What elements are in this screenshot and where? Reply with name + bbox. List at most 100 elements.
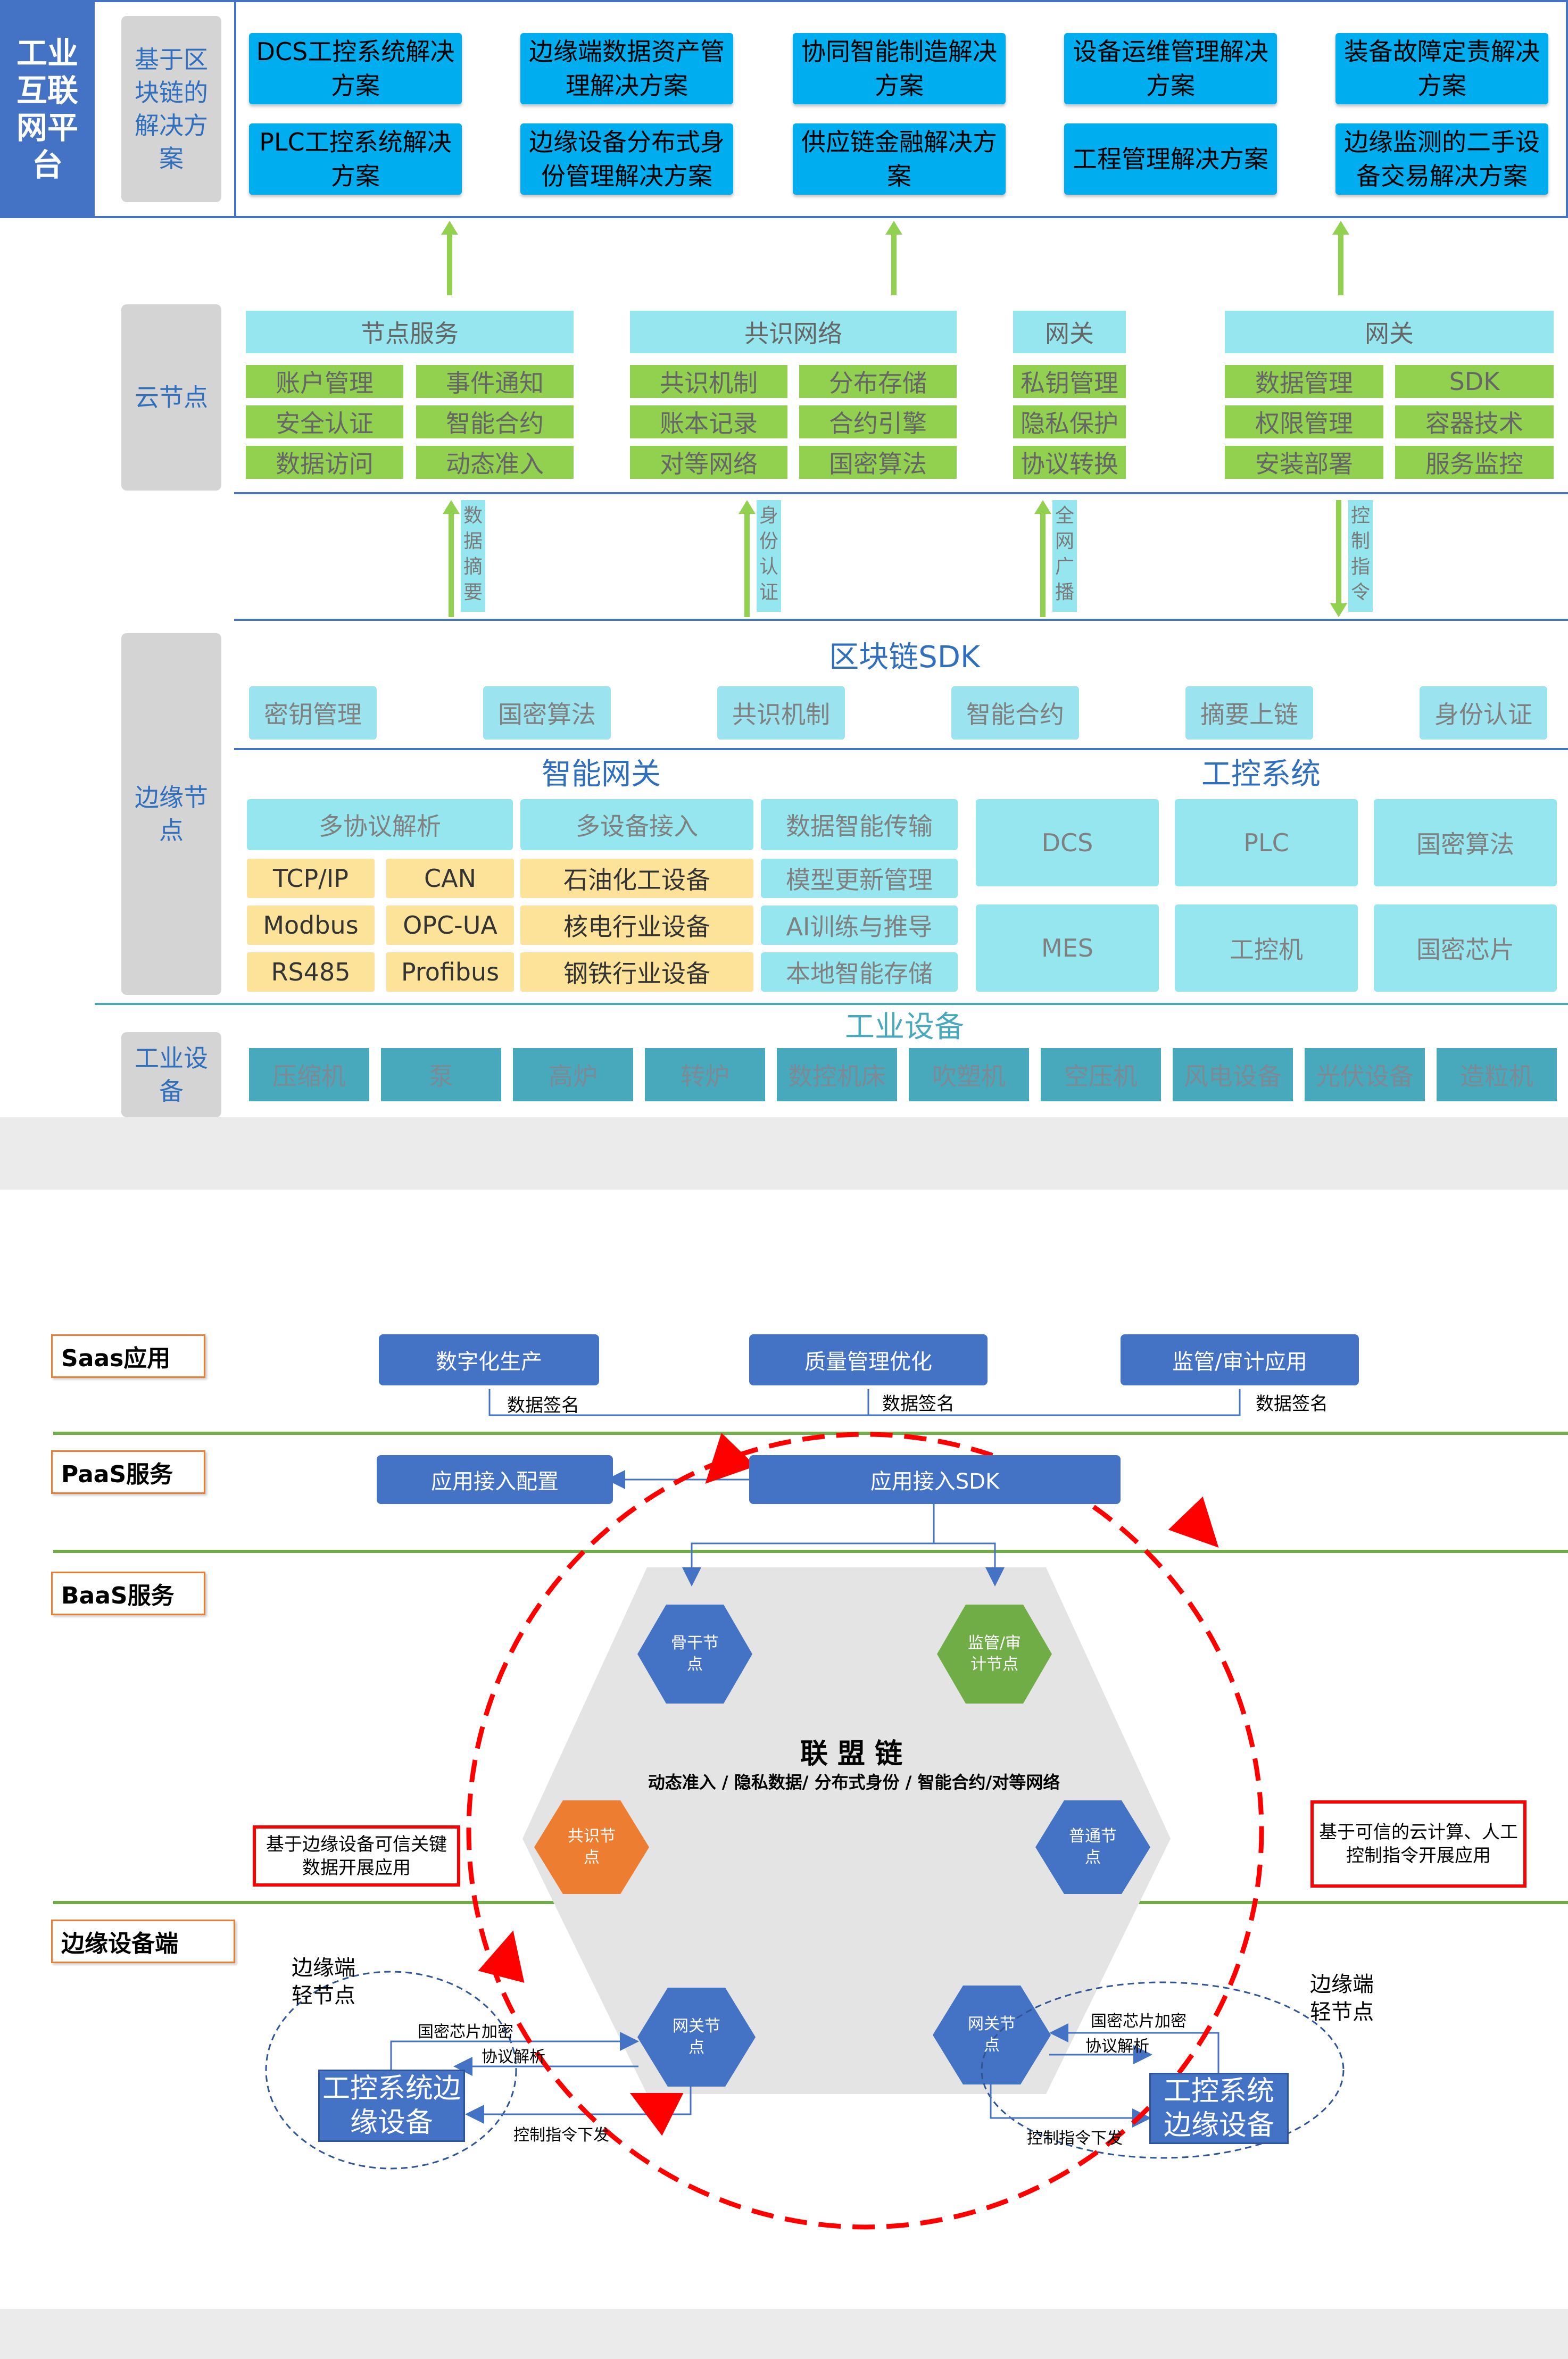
protocol-1: CAN — [386, 859, 514, 898]
protocol-3: OPC-UA — [386, 906, 514, 945]
gateway-title: 智能网关 — [542, 757, 661, 792]
solutions-label-text: 基于区块链的解决方案 — [135, 45, 208, 173]
control-title: 工控系统 — [1201, 757, 1321, 792]
layer-label-2: BaaS服务 — [51, 1572, 205, 1615]
ai-item-2: 本地智能存储 — [761, 952, 958, 992]
left-note: 基于边缘设备可信关键数据开展应用 — [253, 1825, 460, 1887]
protocol-0: TCP/IP — [247, 859, 375, 898]
cloud-item-0-1: 事件通知 — [416, 365, 574, 398]
audit-node-hex — [937, 1605, 1052, 1704]
ai-item-1: AI训练与推导 — [761, 906, 958, 945]
device-5: 吹塑机 — [909, 1048, 1029, 1101]
right-control-label: 控制指令下发 — [1027, 2129, 1123, 2148]
platform-title-text: 工业互联网平台 — [16, 35, 78, 183]
edge-bottom-line — [95, 1003, 1568, 1005]
device-title: 工业设备 — [845, 1009, 964, 1044]
edge-device-left: 工控系统边缘设备 — [318, 2070, 465, 2142]
data-sign-1: 数据签名 — [507, 1395, 579, 1416]
saas-app-audit-text: 监管/审计应用 — [1172, 1350, 1307, 1374]
sdk-item-2: 共识机制 — [717, 686, 845, 740]
architecture-panel: 工业互联网平台 基于区块链的解决方案 DCS工控系统解决方案边缘端数据资产管理解… — [0, 0, 1568, 1117]
sdk-item-0: 密钥管理 — [249, 686, 377, 740]
gateway-node-right-hex — [933, 1986, 1051, 2084]
cloud-item-3-3: 容器技术 — [1395, 405, 1554, 438]
cloud-item-0-2: 安全认证 — [246, 405, 403, 438]
edge-ellipse-left — [265, 1971, 517, 2170]
gateway-top-1: 多设备接入 — [520, 799, 753, 850]
cloud-group-title-3: 网关 — [1225, 311, 1554, 353]
cloud-item-2-2: 协议转换 — [1013, 446, 1126, 479]
gateway-top-2: 数据智能传输 — [761, 799, 958, 850]
solutions-label: 基于区块链的解决方案 — [121, 16, 221, 202]
device-4: 数控机床 — [777, 1048, 897, 1101]
platform-title: 工业互联网平台 — [0, 0, 95, 218]
solution-card-3: 设备运维管理解决方案 — [1064, 33, 1277, 104]
cycle-arrow-bottom — [629, 2092, 684, 2136]
left-note-text: 基于边缘设备可信关键数据开展应用 — [266, 1833, 447, 1879]
cloud-group-title-1: 共识网络 — [630, 311, 957, 353]
control-item-4: 工控机 — [1175, 904, 1358, 992]
cloud-item-0-4: 数据访问 — [246, 446, 403, 479]
left-encrypt-arrow — [390, 2032, 639, 2077]
cloud-item-3-1: SDK — [1395, 365, 1554, 398]
cloud-item-1-0: 共识机制 — [630, 365, 787, 398]
flow-arrow-1 — [739, 500, 756, 617]
solutions-divider — [234, 0, 236, 218]
cloud-item-0-3: 智能合约 — [416, 405, 574, 438]
sdk-title: 区块链SDK — [829, 639, 980, 675]
solution-card-6: 边缘设备分布式身份管理解决方案 — [520, 123, 733, 195]
cloud-item-1-1: 分布存储 — [799, 365, 957, 398]
ai-item-0: 模型更新管理 — [761, 859, 958, 898]
sdk-to-audit-connector — [934, 1542, 1005, 1586]
protocol-2: Modbus — [247, 906, 375, 945]
solution-card-7: 供应链金融解决方案 — [793, 123, 1006, 195]
left-control-label: 控制指令下发 — [513, 2126, 609, 2145]
sdk-to-nodes-connector — [682, 1504, 935, 1586]
consensus-node-label: 共识节点 — [568, 1827, 616, 1867]
cloud-item-3-4: 安装部署 — [1225, 446, 1383, 479]
device-label: 工业设备 — [121, 1032, 221, 1117]
device-9: 造粒机 — [1437, 1048, 1557, 1101]
cloud-item-3-5: 服务监控 — [1395, 446, 1554, 479]
consensus-node-hex — [534, 1800, 649, 1894]
paas-config-text: 应用接入配置 — [431, 1469, 559, 1494]
protocol-4: RS485 — [247, 952, 375, 992]
paas-sdk-text: 应用接入SDK — [870, 1469, 1000, 1494]
saas-app-audit: 监管/审计应用 — [1121, 1334, 1359, 1385]
layer-label-1: PaaS服务 — [51, 1450, 205, 1494]
control-item-5: 国密芯片 — [1374, 904, 1557, 992]
solution-card-5: PLC工控系统解决方案 — [249, 123, 462, 195]
solution-card-9: 边缘监测的二手设备交易解决方案 — [1335, 123, 1548, 195]
control-item-1: PLC — [1175, 799, 1358, 886]
right-note-text: 基于可信的云计算、人工控制指令开展应用 — [1319, 1822, 1518, 1866]
saas-connector — [488, 1389, 1241, 1416]
cloud-item-1-2: 账本记录 — [630, 405, 787, 438]
edge-device-right: 工控系统边缘设备 — [1149, 2073, 1289, 2144]
cloud-top-line — [234, 492, 1568, 494]
protocol-5: Profibus — [386, 952, 514, 992]
cloud-item-1-5: 国密算法 — [799, 446, 957, 479]
cloud-item-1-3: 合约引擎 — [799, 405, 957, 438]
cycle-arrow-right — [1168, 1496, 1219, 1548]
up-arrow-2 — [1332, 221, 1349, 295]
layer-label-3: 边缘设备端 — [51, 1920, 235, 1963]
saas-app-quality: 质量管理优化 — [749, 1334, 988, 1385]
device-1: 泵 — [381, 1048, 501, 1101]
device-6: 空压机 — [1041, 1048, 1161, 1101]
cloud-label-text: 云节点 — [135, 383, 208, 412]
industry-device-1: 核电行业设备 — [520, 906, 753, 945]
sdk-bottom-line — [234, 748, 1568, 750]
paas-config-box: 应用接入配置 — [377, 1455, 613, 1504]
solution-card-1: 边缘端数据资产管理解决方案 — [520, 33, 733, 104]
cycle-arrow-left — [478, 1930, 525, 1983]
device-7: 风电设备 — [1173, 1048, 1293, 1101]
cloud-bottom-line — [234, 619, 1568, 621]
cloud-item-2-0: 私钥管理 — [1013, 365, 1126, 398]
flow-arrow-0 — [443, 500, 460, 617]
edge-light-left: 边缘端轻节点 — [292, 1956, 355, 2008]
edge-device-left-text: 工控系统边缘设备 — [322, 2073, 461, 2139]
sdk-item-5: 身份认证 — [1420, 686, 1547, 740]
paas-sdk-box: 应用接入SDK — [749, 1455, 1121, 1504]
left-control-arrow — [465, 2087, 692, 2124]
cycle-arrow-top — [705, 1433, 756, 1484]
